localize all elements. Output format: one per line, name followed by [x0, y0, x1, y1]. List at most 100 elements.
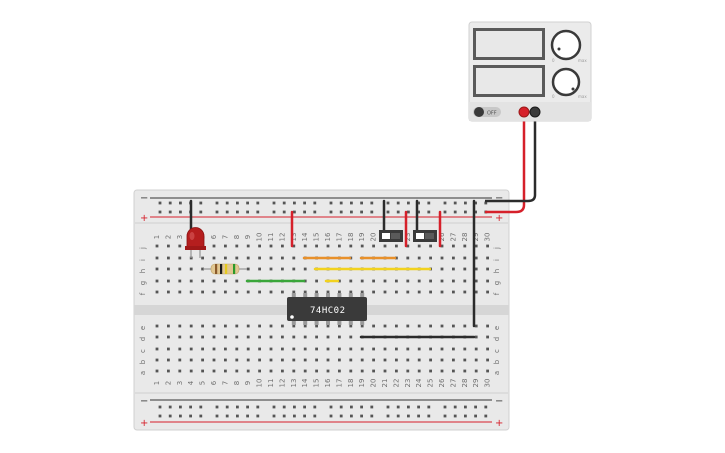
breadboard-hole[interactable]: [360, 414, 363, 418]
breadboard-hole[interactable]: [443, 414, 447, 418]
breadboard-hole[interactable]: [235, 244, 239, 248]
breadboard-hole[interactable]: [292, 335, 296, 339]
breadboard-hole[interactable]: [360, 244, 364, 248]
breadboard-hole[interactable]: [429, 358, 432, 362]
breadboard-hole[interactable]: [292, 290, 296, 294]
breadboard-hole[interactable]: [386, 405, 390, 409]
breadboard-hole[interactable]: [215, 414, 219, 418]
breadboard-hole[interactable]: [370, 210, 374, 214]
breadboard-hole[interactable]: [189, 405, 192, 409]
breadboard-hole[interactable]: [417, 414, 420, 418]
breadboard-hole[interactable]: [329, 210, 333, 214]
breadboard-hole[interactable]: [282, 405, 286, 409]
breadboard-hole[interactable]: [178, 244, 182, 248]
breadboard-hole[interactable]: [256, 405, 260, 409]
breadboard-hole[interactable]: [212, 256, 216, 260]
breadboard-hole[interactable]: [281, 324, 284, 328]
breadboard-hole[interactable]: [178, 290, 182, 294]
breadboard-hole[interactable]: [215, 210, 219, 214]
breadboard-hole[interactable]: [360, 279, 364, 283]
breadboard-hole[interactable]: [212, 290, 216, 294]
breadboard-hole[interactable]: [349, 369, 353, 373]
breadboard-hole[interactable]: [486, 347, 489, 351]
psu-positive-terminal[interactable]: [518, 106, 530, 118]
breadboard-hole[interactable]: [326, 347, 330, 351]
breadboard-hole[interactable]: [386, 201, 390, 205]
breadboard-hole[interactable]: [350, 210, 353, 214]
breadboard-hole[interactable]: [292, 347, 296, 351]
breadboard-hole[interactable]: [486, 324, 489, 328]
breadboard-hole[interactable]: [406, 244, 410, 248]
breadboard-hole[interactable]: [395, 358, 398, 362]
breadboard-hole[interactable]: [360, 369, 364, 373]
breadboard-hole[interactable]: [167, 324, 170, 328]
breadboard-hole[interactable]: [201, 324, 204, 328]
breadboard-hole[interactable]: [225, 210, 229, 214]
breadboard-hole[interactable]: [258, 369, 261, 373]
breadboard-hole[interactable]: [464, 210, 467, 214]
breadboard-hole[interactable]: [155, 267, 159, 271]
breadboard-hole[interactable]: [158, 405, 162, 409]
breadboard-hole[interactable]: [338, 369, 341, 373]
breadboard-hole[interactable]: [417, 358, 421, 362]
breadboard-hole[interactable]: [303, 324, 307, 328]
breadboard-hole[interactable]: [386, 414, 390, 418]
breadboard-hole[interactable]: [407, 414, 410, 418]
breadboard-hole[interactable]: [292, 267, 296, 271]
breadboard-hole[interactable]: [329, 414, 333, 418]
breadboard-hole[interactable]: [269, 290, 273, 294]
breadboard-hole[interactable]: [349, 347, 353, 351]
breadboard-hole[interactable]: [292, 244, 296, 248]
breadboard-hole[interactable]: [155, 347, 159, 351]
breadboard-hole[interactable]: [474, 244, 478, 248]
breadboard-hole[interactable]: [372, 244, 375, 248]
breadboard-hole[interactable]: [281, 347, 284, 351]
breadboard-hole[interactable]: [329, 201, 333, 205]
breadboard-hole[interactable]: [189, 279, 193, 283]
breadboard-hole[interactable]: [463, 324, 467, 328]
breadboard-hole[interactable]: [417, 369, 421, 373]
breadboard-hole[interactable]: [383, 290, 387, 294]
breadboard-hole[interactable]: [282, 414, 286, 418]
breadboard-hole[interactable]: [282, 210, 286, 214]
breadboard-hole[interactable]: [168, 201, 172, 205]
breadboard-hole[interactable]: [474, 279, 478, 283]
breadboard-hole[interactable]: [272, 405, 276, 409]
breadboard-hole[interactable]: [236, 414, 239, 418]
breadboard-hole[interactable]: [406, 347, 410, 351]
breadboard-hole[interactable]: [292, 256, 296, 260]
breadboard-hole[interactable]: [155, 335, 159, 339]
breadboard-hole[interactable]: [427, 405, 431, 409]
resistor[interactable]: [203, 263, 247, 275]
breadboard-hole[interactable]: [258, 347, 261, 351]
breadboard-hole[interactable]: [258, 324, 261, 328]
breadboard-hole[interactable]: [474, 267, 478, 271]
breadboard-hole[interactable]: [269, 347, 273, 351]
breadboard-hole[interactable]: [474, 201, 477, 205]
breadboard-hole[interactable]: [199, 201, 203, 205]
breadboard-hole[interactable]: [281, 244, 284, 248]
slide-switch-1[interactable]: [379, 230, 403, 242]
breadboard-hole[interactable]: [212, 244, 216, 248]
breadboard-hole[interactable]: [168, 405, 172, 409]
breadboard-hole[interactable]: [372, 347, 375, 351]
breadboard-hole[interactable]: [179, 414, 182, 418]
breadboard-hole[interactable]: [167, 369, 170, 373]
breadboard-hole[interactable]: [236, 201, 239, 205]
breadboard-hole[interactable]: [201, 256, 204, 260]
breadboard-hole[interactable]: [215, 201, 219, 205]
breadboard-hole[interactable]: [464, 405, 467, 409]
breadboard-hole[interactable]: [199, 405, 203, 409]
breadboard-hole[interactable]: [155, 324, 159, 328]
psu-negative-terminal[interactable]: [529, 106, 541, 118]
breadboard-hole[interactable]: [235, 279, 239, 283]
breadboard-hole[interactable]: [224, 256, 227, 260]
breadboard-hole[interactable]: [246, 324, 250, 328]
breadboard-hole[interactable]: [338, 324, 341, 328]
breadboard-hole[interactable]: [453, 405, 457, 409]
breadboard-hole[interactable]: [486, 267, 489, 271]
breadboard-hole[interactable]: [258, 267, 261, 271]
breadboard-hole[interactable]: [429, 347, 432, 351]
breadboard-hole[interactable]: [201, 290, 204, 294]
breadboard-hole[interactable]: [383, 244, 387, 248]
